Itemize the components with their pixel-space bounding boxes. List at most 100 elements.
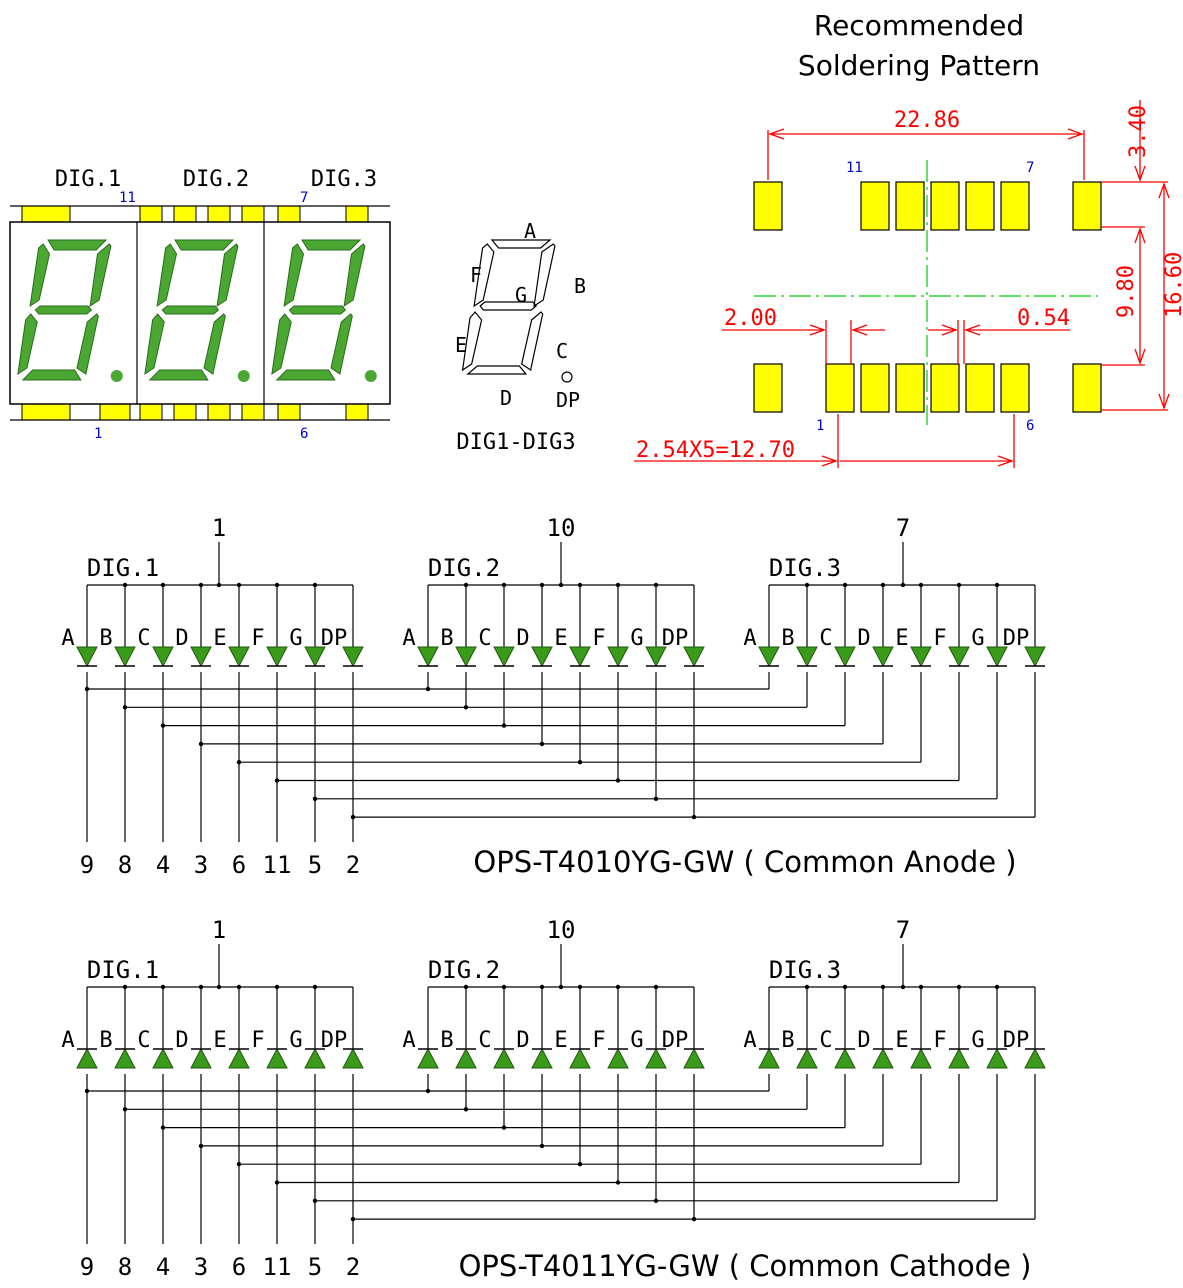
schematic-led-diode — [266, 1047, 288, 1069]
package-digits — [17, 239, 377, 382]
schematic-led-diode — [872, 1047, 894, 1069]
schematic-segment-label: B — [99, 626, 112, 651]
schematic-segment-label: F — [592, 626, 605, 651]
schematic-led-diode — [304, 1047, 326, 1069]
package-segment-g — [161, 305, 220, 315]
schematic-segment-label: B — [781, 1028, 794, 1053]
schematic-junction — [994, 984, 1000, 990]
schematic-segment-label: A — [402, 626, 415, 651]
schematic-segment-label: D — [175, 1028, 188, 1053]
schematic-junction — [577, 984, 583, 990]
schematic-digit-label: DIG.3 — [769, 554, 841, 582]
schematic-led-diode — [645, 646, 667, 668]
key-outline-e — [461, 311, 483, 372]
package-pin-pad-top — [139, 205, 163, 223]
schematic-common-pin: 1 — [212, 514, 226, 542]
schematic-segment-label: E — [895, 1028, 908, 1053]
package-segment-b — [89, 243, 112, 308]
schematic-segment-label: E — [554, 1028, 567, 1053]
schematic-common-pin: 7 — [896, 514, 910, 542]
segment-key-label-d: D — [500, 386, 512, 410]
schematic-segment-label: C — [478, 1028, 491, 1053]
dim-pad-height-label: 3.40 — [1126, 105, 1151, 158]
schematic-led-diode — [758, 1047, 780, 1069]
solder-pad-top — [895, 181, 925, 231]
schematic-led-diode — [834, 646, 856, 668]
schematic-pin-number: 2 — [346, 851, 360, 879]
solder-pad-top — [930, 181, 960, 231]
schematic-common-pin: 7 — [896, 916, 910, 944]
schematic-segment-label: DP — [321, 1028, 348, 1053]
schematic-segment-label: E — [213, 1028, 226, 1053]
schematic-digit-label: DIG.2 — [428, 956, 500, 984]
segment-key-label-dp: DP — [556, 388, 580, 412]
segment-key-caption: DIG1-DIG3 — [456, 430, 575, 455]
package-segment-d — [21, 369, 82, 381]
schematic-segment-label: A — [61, 1028, 74, 1053]
schematic-junction — [653, 582, 659, 588]
schematic-led-diode — [948, 646, 970, 668]
schematic-pin-number: 6 — [232, 1253, 246, 1281]
schematic-led-diode — [1024, 646, 1046, 668]
schematic-junction — [994, 582, 1000, 588]
schematic-pin-number: 8 — [118, 1253, 132, 1281]
schematic-junction — [160, 582, 166, 588]
schematic-segment-label: F — [933, 1028, 946, 1053]
schematic-pin-number: 3 — [194, 851, 208, 879]
schematic-segment-label: G — [630, 1028, 643, 1053]
schematic-pin-number: 4 — [156, 1253, 170, 1281]
schematic-led-diode — [683, 1047, 705, 1069]
schematic-led-diode — [342, 646, 364, 668]
schematic-led-diode — [114, 1047, 136, 1069]
package-segment-dp — [237, 370, 250, 382]
schematic-pin-number: 3 — [194, 1253, 208, 1281]
dim-row-gap-label: 9.80 — [1114, 265, 1139, 318]
schematic-segment-label: G — [971, 1028, 984, 1053]
schematic-junction — [236, 984, 242, 990]
schematic-segment-label: D — [516, 626, 529, 651]
soldering-pattern: Recommended Soldering Pattern — [634, 9, 1183, 468]
schematic-led-diode — [986, 646, 1008, 668]
schematic-led-diode — [758, 646, 780, 668]
schematic-segment-label: E — [895, 626, 908, 651]
schematic-led-diode — [455, 646, 477, 668]
schematic-junction — [501, 723, 507, 728]
schematic-led-diode — [190, 1047, 212, 1069]
schematic-segment-label: D — [516, 1028, 529, 1053]
solder-pad-bottom — [825, 363, 855, 413]
schematic-segment-label: A — [402, 1028, 415, 1053]
schematic-common-pin: 10 — [547, 916, 576, 944]
schematic-segment-label: C — [819, 1028, 832, 1053]
solder-pad-bottom — [965, 363, 995, 413]
schematic-led-diode — [417, 646, 439, 668]
package-segment-e — [144, 313, 165, 376]
schematic-digit-label: DIG.1 — [87, 956, 159, 984]
schematic-led-diode — [1024, 1047, 1046, 1069]
schematic-digit-label: DIG.2 — [428, 554, 500, 582]
soldering-pin-6: 6 — [1026, 418, 1034, 434]
schematic-led-diode — [304, 646, 326, 668]
schematic-junction — [615, 984, 621, 990]
schematic-junction — [956, 582, 962, 588]
schematic-led-diode — [76, 646, 98, 668]
schematic-junction — [691, 814, 697, 820]
soldering-title-line2: Soldering Pattern — [798, 49, 1040, 82]
schematic-led-diode — [948, 1047, 970, 1069]
schematic-junction — [463, 984, 469, 990]
key-outline-g — [479, 301, 537, 311]
package-segment-c — [76, 313, 99, 375]
segment-key-label-a: A — [524, 219, 536, 243]
package-segment-g — [34, 305, 93, 315]
package-pin-pad-bottom — [345, 403, 369, 421]
schematic-junction — [501, 582, 507, 588]
schematic-junction — [539, 984, 545, 990]
schematic-junction — [653, 796, 659, 801]
package-label-dig2: DIG.2 — [183, 167, 249, 192]
package-pin-pad-top — [241, 205, 265, 223]
package-pin-pad-bottom — [139, 403, 163, 421]
schematic-junction — [918, 582, 924, 588]
key-outline-c — [521, 311, 544, 371]
package-outline — [9, 221, 391, 405]
